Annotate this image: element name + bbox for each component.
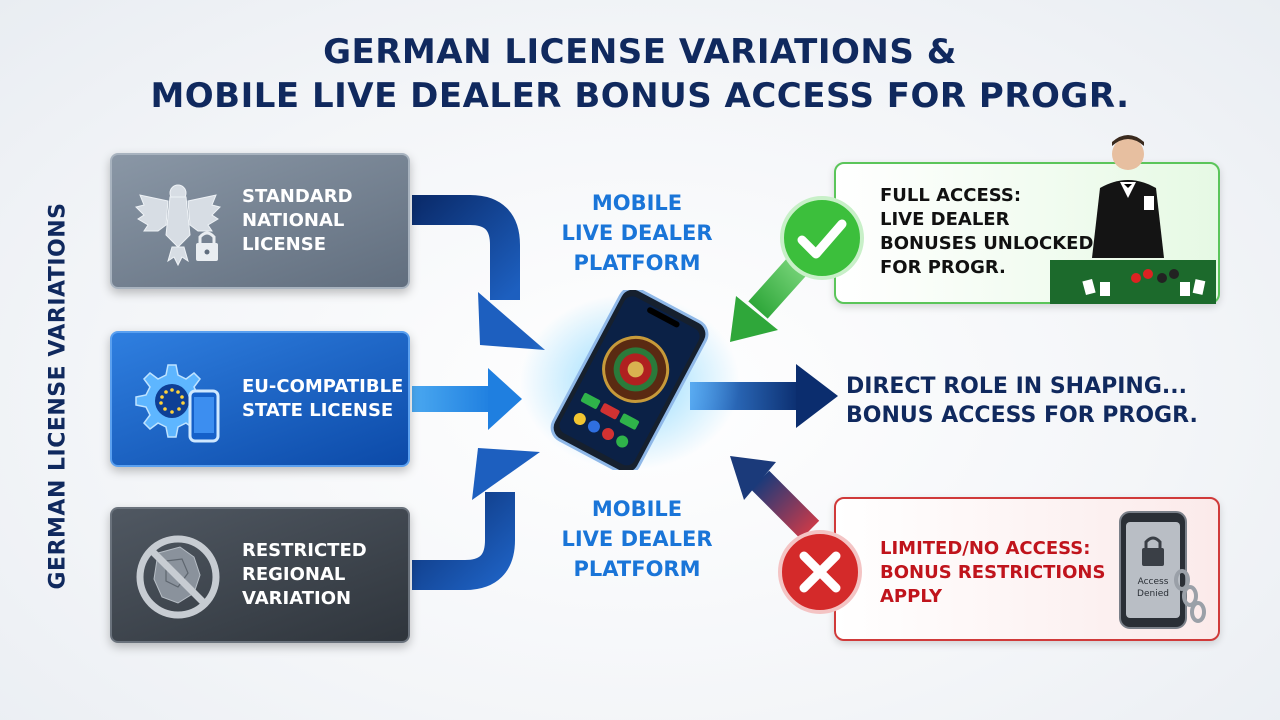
license-label-standard: STANDARD NATIONAL LICENSE [242, 186, 353, 255]
platform-label-bottom: MOBILE LIVE DEALER PLATFORM [561, 497, 713, 581]
arrowhead-limited-access [730, 456, 776, 500]
mobile-phone [520, 286, 740, 476]
direct-role-text: DIRECT ROLE IN SHAPING... BONUS ACCESS F… [846, 374, 1198, 428]
arrowhead-from-eu-license [488, 368, 522, 430]
access-denied-line-2: Denied [1137, 589, 1169, 599]
arrow-from-standard-license [412, 195, 520, 300]
locked-phone-icon: Access Denied [1119, 511, 1206, 629]
gear-eu-phone-icon [135, 364, 220, 443]
page-title-line-1: GERMAN LICENSE VARIATIONS & [323, 32, 957, 72]
license-box-eu-compatible: EU-COMPATIBLE STATE LICENSE [110, 331, 410, 467]
arrowhead-full-access [730, 296, 778, 342]
eagle-lock-icon [135, 184, 221, 267]
arrowhead-from-restricted-variation [472, 448, 540, 500]
dealer-illustration [1050, 135, 1216, 304]
platform-label-top: MOBILE LIVE DEALER PLATFORM [561, 191, 713, 275]
arrow-from-restricted-variation [412, 492, 515, 590]
arrowhead-to-direct-role [796, 364, 838, 428]
license-box-standard: STANDARD NATIONAL LICENSE [110, 153, 410, 289]
access-denied-line-1: Access [1138, 577, 1169, 587]
prohibited-map-icon [136, 535, 220, 619]
limited-access-text: LIMITED/NO ACCESS: BONUS RESTRICTIONS AP… [880, 538, 1106, 607]
license-box-restricted: RESTRICTED REGIONAL VARIATION [110, 507, 410, 643]
arrowhead-from-standard-license [478, 292, 545, 350]
cross-icon [778, 530, 862, 614]
arrow-limited-access [750, 470, 820, 540]
page-title-line-2: MOBILE LIVE DEALER BONUS ACCESS FOR PROG… [150, 76, 1130, 116]
license-label-eu-compatible: EU-COMPATIBLE STATE LICENSE [242, 376, 404, 421]
checkmark-icon [780, 196, 864, 280]
full-access-text: FULL ACCESS: LIVE DEALER BONUSES UNLOCKE… [880, 185, 1094, 278]
license-label-restricted: RESTRICTED REGIONAL VARIATION [242, 540, 367, 609]
arrow-from-eu-license [412, 386, 492, 412]
